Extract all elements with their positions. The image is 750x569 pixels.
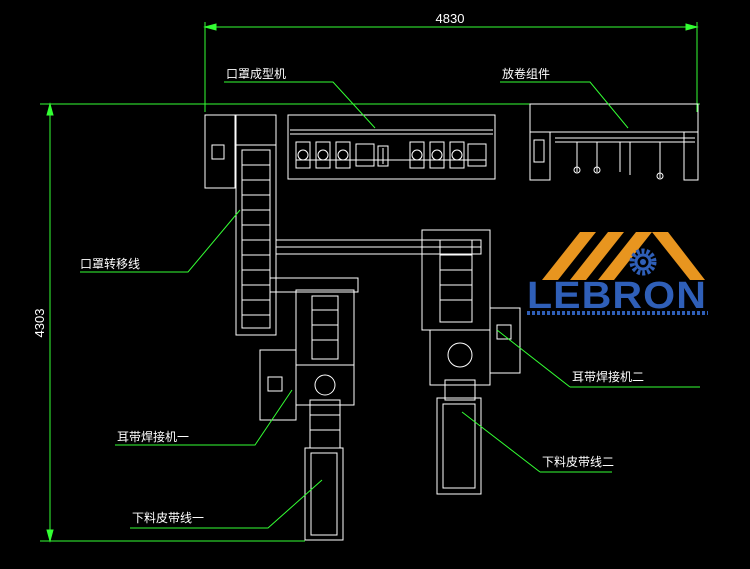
label-outfeed-belt-1: 下料皮带线一 [132,511,204,525]
width-dimension [203,22,699,112]
label-ear-welder-1: 耳带焊接机一 [117,429,189,444]
label-mask-transfer: 口罩转移线 [80,256,140,271]
logo-text: LEBRON [527,275,707,317]
height-dimension-value: 4303 [32,309,47,338]
mask-forming-machine [204,114,496,189]
unwind-assembly [529,103,699,181]
height-dimension [40,102,700,543]
leader-lines [80,81,700,529]
label-ear-welder-2: 耳带焊接机二 [572,369,644,384]
outfeed-belt-1 [304,447,344,541]
ear-welder-2 [421,229,521,401]
width-dimension-value: 4830 [436,11,465,26]
ear-welder-1 [259,289,355,449]
roof-stripes-icon [542,232,705,280]
label-unwind-assembly: 放卷组件 [502,66,550,81]
label-outfeed-belt-2: 下料皮带线二 [542,455,614,469]
gear-icon [629,248,657,276]
label-mask-forming: 口罩成型机 [226,67,286,81]
outfeed-belt-2 [436,397,482,495]
mask-transfer-line [235,144,482,336]
lebron-logo: LEBRON [527,232,708,317]
